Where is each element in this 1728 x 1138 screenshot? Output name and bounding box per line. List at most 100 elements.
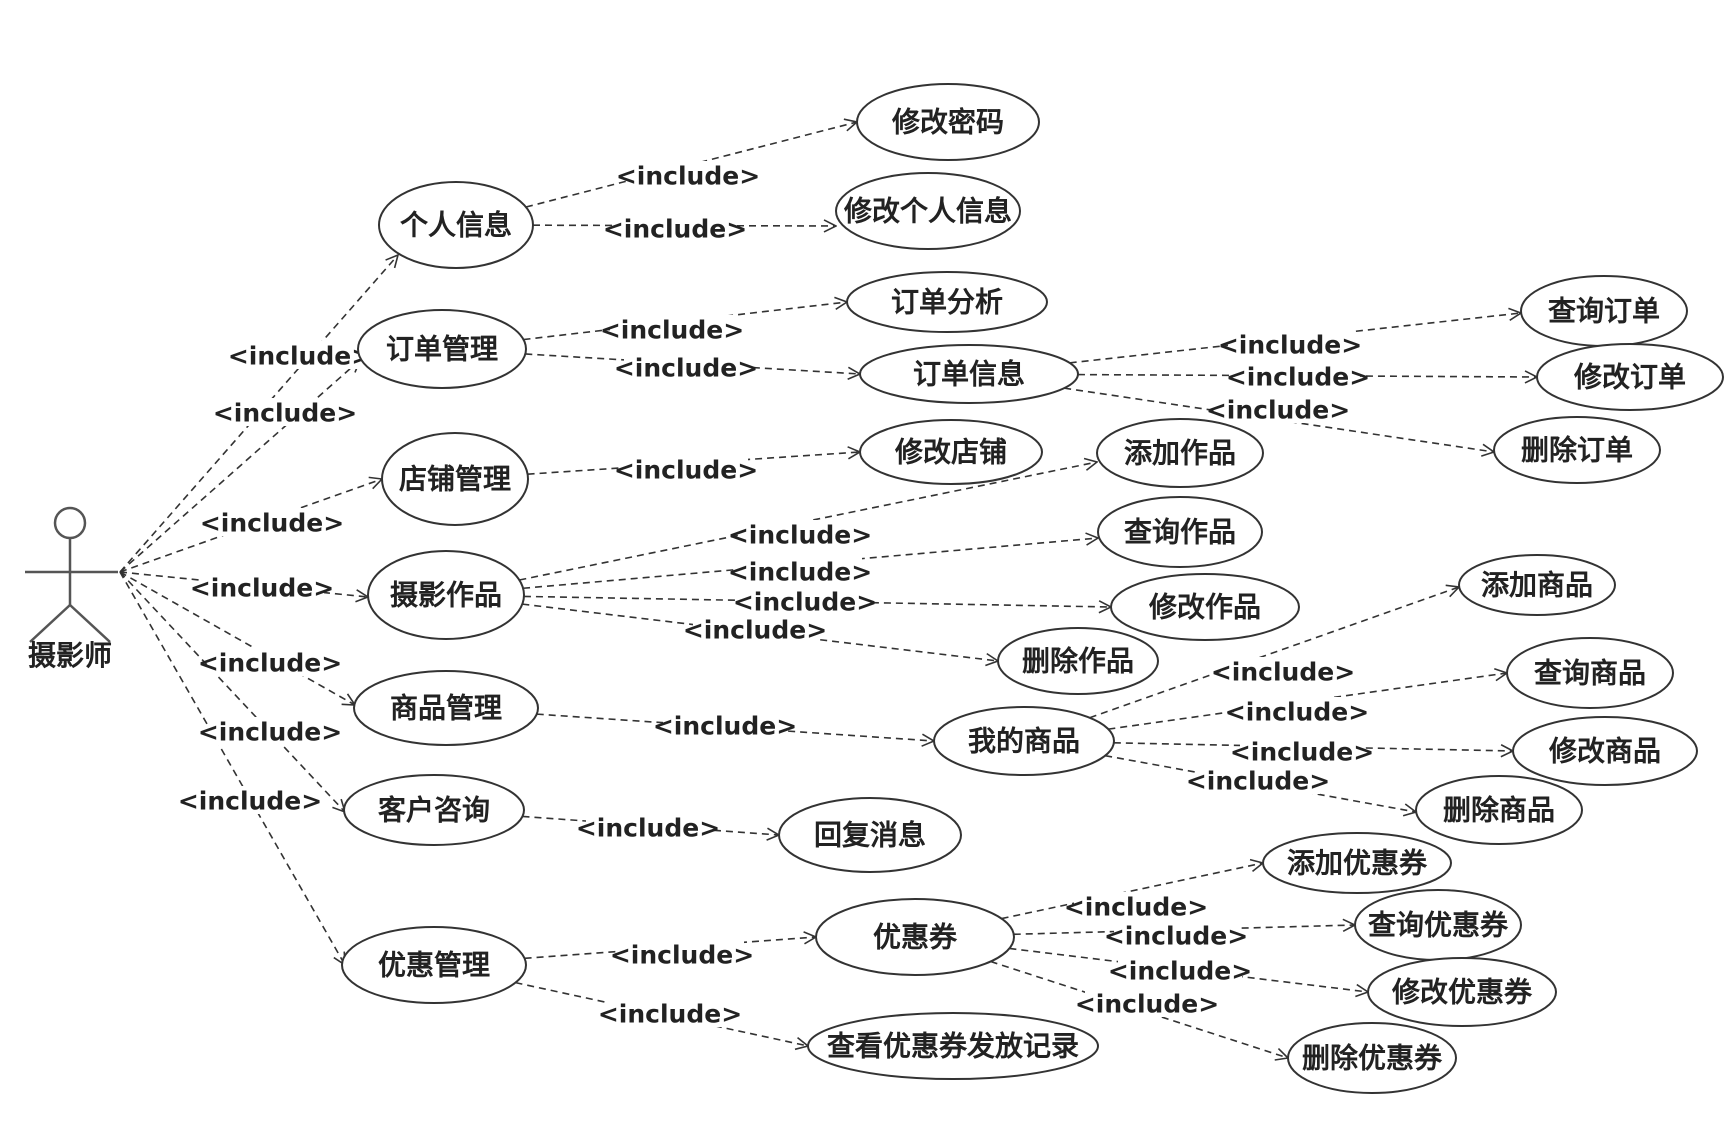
include-label-background (1235, 697, 1359, 725)
use-case-ellipse (807, 1012, 1099, 1080)
include-label: <include> (728, 558, 872, 587)
include-label-background (586, 813, 710, 841)
use-case-uc5: 商品管理 (353, 670, 539, 746)
include-label-background (238, 341, 362, 369)
use-case-ellipse (353, 670, 539, 746)
use-case-label: 优惠管理 (378, 949, 490, 982)
actor-right-leg (69, 604, 111, 643)
use-case-ellipse (933, 706, 1115, 776)
use-case-label: 删除商品 (1443, 794, 1555, 827)
use-case-uc24: 删除商品 (1415, 775, 1583, 845)
use-case-ellipse (1262, 832, 1452, 894)
use-case-label: 店铺管理 (399, 463, 511, 496)
include-arrow (1069, 313, 1521, 364)
include-arrow (1113, 742, 1513, 751)
use-case-uc9: 修改个人信息 (835, 172, 1021, 250)
use-case-ellipse (1367, 957, 1557, 1027)
include-label: <include> (178, 787, 322, 816)
include-label-background (1240, 737, 1364, 765)
use-case-ellipse (859, 419, 1043, 485)
use-case-label: 添加作品 (1124, 437, 1236, 470)
include-label-background (624, 455, 748, 483)
include-label: <include> (733, 588, 877, 617)
use-case-uc23: 修改商品 (1512, 716, 1698, 786)
use-case-ellipse (1536, 343, 1724, 411)
include-label: <include> (228, 342, 372, 371)
include-label-background (200, 573, 324, 601)
include-label-background (1196, 766, 1320, 794)
include-label: <include> (603, 215, 747, 244)
include-label-background (620, 940, 744, 968)
use-case-label: 修改订单 (1573, 361, 1686, 394)
include-arrow (532, 225, 836, 226)
include-arrow (522, 603, 998, 661)
include-label-background (608, 999, 732, 1027)
use-case-uc7: 优惠管理 (341, 926, 527, 1004)
use-case-label: 优惠券 (873, 921, 958, 954)
use-case-ellipse (1287, 1022, 1457, 1094)
include-labels: <include><include><include><include><inc… (178, 161, 1374, 1029)
include-label-background (613, 214, 737, 242)
use-case-ellipse (778, 797, 962, 873)
use-case-label: 查询订单 (1548, 295, 1660, 328)
use-case-ellipse (856, 83, 1040, 161)
include-label: <include> (610, 941, 754, 970)
use-case-label: 摄影作品 (390, 579, 502, 612)
use-case-uc13: 修改订单 (1536, 343, 1724, 411)
use-case-label: 订单管理 (386, 333, 498, 366)
include-label: <include> (1064, 893, 1208, 922)
use-case-uc10: 订单分析 (846, 271, 1048, 333)
include-arrow (119, 571, 355, 705)
use-case-label: 修改密码 (891, 106, 1004, 139)
use-case-ellipse (835, 172, 1021, 250)
use-case-ellipse (846, 271, 1048, 333)
include-label: <include> (1075, 990, 1219, 1019)
use-case-label: 商品管理 (390, 692, 502, 725)
include-label: <include> (653, 712, 797, 741)
use-case-uc25: 回复消息 (778, 797, 962, 873)
use-case-label: 修改作品 (1148, 591, 1261, 624)
use-case-label: 客户咨询 (378, 794, 490, 827)
actor-left-leg (29, 604, 71, 643)
include-label: <include> (1226, 363, 1370, 392)
include-label: <include> (1218, 331, 1362, 360)
include-arrow (536, 713, 934, 741)
use-case-label: 修改个人信息 (843, 195, 1012, 228)
use-case-uc2: 订单管理 (357, 309, 527, 389)
use-case-uc14: 删除订单 (1493, 416, 1661, 484)
use-case-uc31: 查看优惠券发放记录 (807, 1012, 1099, 1080)
use-case-ellipse (341, 926, 527, 1004)
use-case-uc8: 修改密码 (856, 83, 1040, 161)
use-case-uc6: 客户咨询 (343, 774, 525, 846)
use-case-ellipse (381, 432, 529, 526)
use-case-ellipse (997, 627, 1159, 695)
use-case-uc19: 删除作品 (997, 627, 1159, 695)
include-label-background (208, 648, 332, 676)
use-case-label: 回复消息 (814, 819, 926, 852)
include-label: <include> (198, 718, 342, 747)
use-case-uc18: 修改作品 (1110, 573, 1300, 641)
use-case-uc17: 查询作品 (1097, 496, 1263, 568)
use-case-label: 修改商品 (1548, 735, 1661, 768)
include-label: <include> (616, 162, 760, 191)
include-label-background (1118, 956, 1242, 984)
use-case-label: 修改店铺 (894, 436, 1007, 469)
actor-photographer: 摄影师 (25, 506, 118, 672)
use-case-uc26: 优惠券 (815, 898, 1015, 976)
use-case-uc28: 查询优惠券 (1354, 889, 1522, 961)
use-case-label: 删除订单 (1521, 434, 1633, 467)
include-label-background (610, 315, 734, 343)
use-case-ellipse (367, 550, 525, 640)
include-label-background (738, 557, 862, 585)
include-label-background (1216, 395, 1340, 423)
use-case-label: 订单信息 (913, 358, 1025, 391)
include-label-background (1085, 989, 1209, 1017)
include-label-background (693, 615, 817, 643)
include-arrow (522, 815, 779, 835)
use-case-uc27: 添加优惠券 (1262, 832, 1452, 894)
include-label: <include> (1104, 922, 1248, 951)
use-case-ellipse (378, 181, 534, 269)
include-label-background (208, 717, 332, 745)
include-label: <include> (576, 814, 720, 843)
include-label-background (1236, 362, 1360, 390)
